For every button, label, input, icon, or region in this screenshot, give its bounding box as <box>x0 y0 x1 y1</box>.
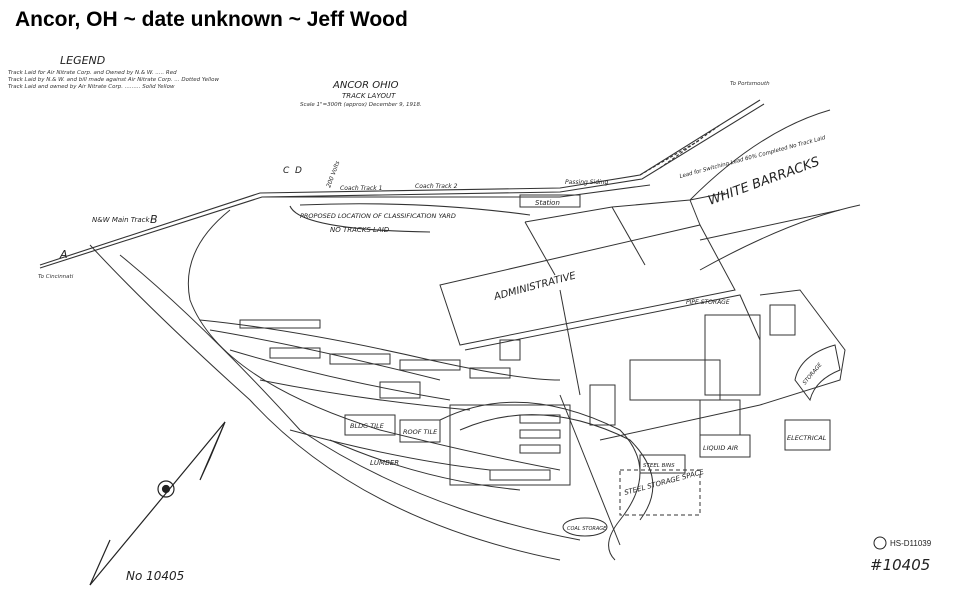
roof-tile-shed <box>399 419 441 443</box>
coach-track-2-label: Coach Track 2 <box>415 183 458 190</box>
point-b-label: B <box>150 213 158 226</box>
legend: LEGEND Track Laid for Air Nitrate Corp. … <box>8 54 219 90</box>
buildings <box>239 194 841 537</box>
building-row-4 <box>399 359 461 371</box>
building-row-5 <box>469 367 511 379</box>
administrative-label: ADMINISTRATIVE <box>492 270 578 303</box>
plant-building-2 <box>629 359 721 401</box>
electrical-building <box>784 419 831 451</box>
building-row-2 <box>269 347 321 359</box>
station-label: Station <box>535 199 560 207</box>
drawing-number: No 10405 <box>126 569 184 583</box>
north-arrow <box>89 421 226 586</box>
coach-track-1-label: Coach Track 1 <box>340 185 382 192</box>
point-d-label: D <box>295 166 302 176</box>
lumber-label: LUMBER <box>370 459 399 467</box>
plant-building-1 <box>589 384 616 426</box>
main-track-label: N&W Main Track <box>92 216 151 224</box>
map-title-line2: TRACK LAYOUT <box>342 92 396 100</box>
archive-stamp: HS-D11039 <box>873 536 932 550</box>
legend-line-red: Track Laid for Air Nitrate Corp. and Own… <box>8 70 177 76</box>
building-row-3 <box>329 353 391 365</box>
to-portsmouth-label: To Portsmouth <box>730 81 770 87</box>
station-building <box>519 194 581 208</box>
steel-bins-label: STEEL BINS <box>643 463 675 469</box>
no-tracks-label: NO TRACKS LAID <box>330 226 390 234</box>
roof-tile-label: ROOF TILE <box>403 428 438 436</box>
map-labels: N&W Main Track A B C D To Cincinnati To … <box>38 81 827 532</box>
south-shed <box>489 469 551 481</box>
liquid-air-label: LIQUID AIR <box>703 444 738 452</box>
electrical-label: ELECTRICAL <box>787 434 827 442</box>
coal-storage-label: COAL STORAGE <box>567 526 607 532</box>
shed-c <box>519 444 561 454</box>
south-block <box>449 404 571 486</box>
barracks-boundary <box>689 109 861 271</box>
pipe-storage-label: PIPE STORAGE <box>686 299 730 306</box>
stamp-id: HS-D11039 <box>890 539 932 548</box>
map-caption: Ancor, OH ~ date unknown ~ Jeff Wood <box>15 8 408 31</box>
tank-storage <box>794 344 841 402</box>
plant-building-3 <box>704 314 761 396</box>
map-title-line1: ANCOR OHIO <box>332 80 399 91</box>
steel-storage-label: STEEL STORAGE SPACE <box>623 468 705 497</box>
small-building <box>699 399 741 436</box>
building-row-6 <box>379 381 421 399</box>
shed-a <box>519 414 561 424</box>
passing-siding-label: Passing Siding <box>565 179 608 186</box>
map-title-block: ANCOR OHIO TRACK LAYOUT Scale 1"=300ft (… <box>300 80 422 108</box>
legend-line-dotted-yellow: Track Laid by N.& W. and bill made again… <box>8 77 219 83</box>
to-cincinnati-label: To Cincinnati <box>38 274 74 280</box>
main-track-lines <box>39 99 765 269</box>
map-title-line3: Scale 1"=300ft (approx) December 9, 1918… <box>300 102 422 108</box>
steel-bins <box>639 454 686 474</box>
bldg-tile-shed <box>344 414 396 436</box>
bldg-tile-label: BLDG TILE <box>350 422 385 430</box>
voltage-label: 200 Volts <box>325 160 341 189</box>
branch-tracks <box>89 209 654 561</box>
building-row-1 <box>239 319 321 329</box>
legend-title: LEGEND <box>60 54 105 67</box>
liquid-air-building <box>699 434 751 458</box>
point-c-label: C <box>283 166 290 176</box>
legend-line-solid-yellow: Track Laid and owned by Air Nitrate Corp… <box>8 84 175 90</box>
point-a-label: A <box>59 248 68 261</box>
stamp-seal <box>873 536 887 550</box>
steel-storage-space <box>619 469 701 516</box>
yard-label: PROPOSED LOCATION OF CLASSIFICATION YARD <box>300 212 456 220</box>
coal-storage <box>562 517 608 537</box>
plant-building-4 <box>769 304 796 336</box>
handwritten-number: #10405 <box>870 556 930 574</box>
shed-b <box>519 429 561 439</box>
small-building-2 <box>499 339 521 361</box>
